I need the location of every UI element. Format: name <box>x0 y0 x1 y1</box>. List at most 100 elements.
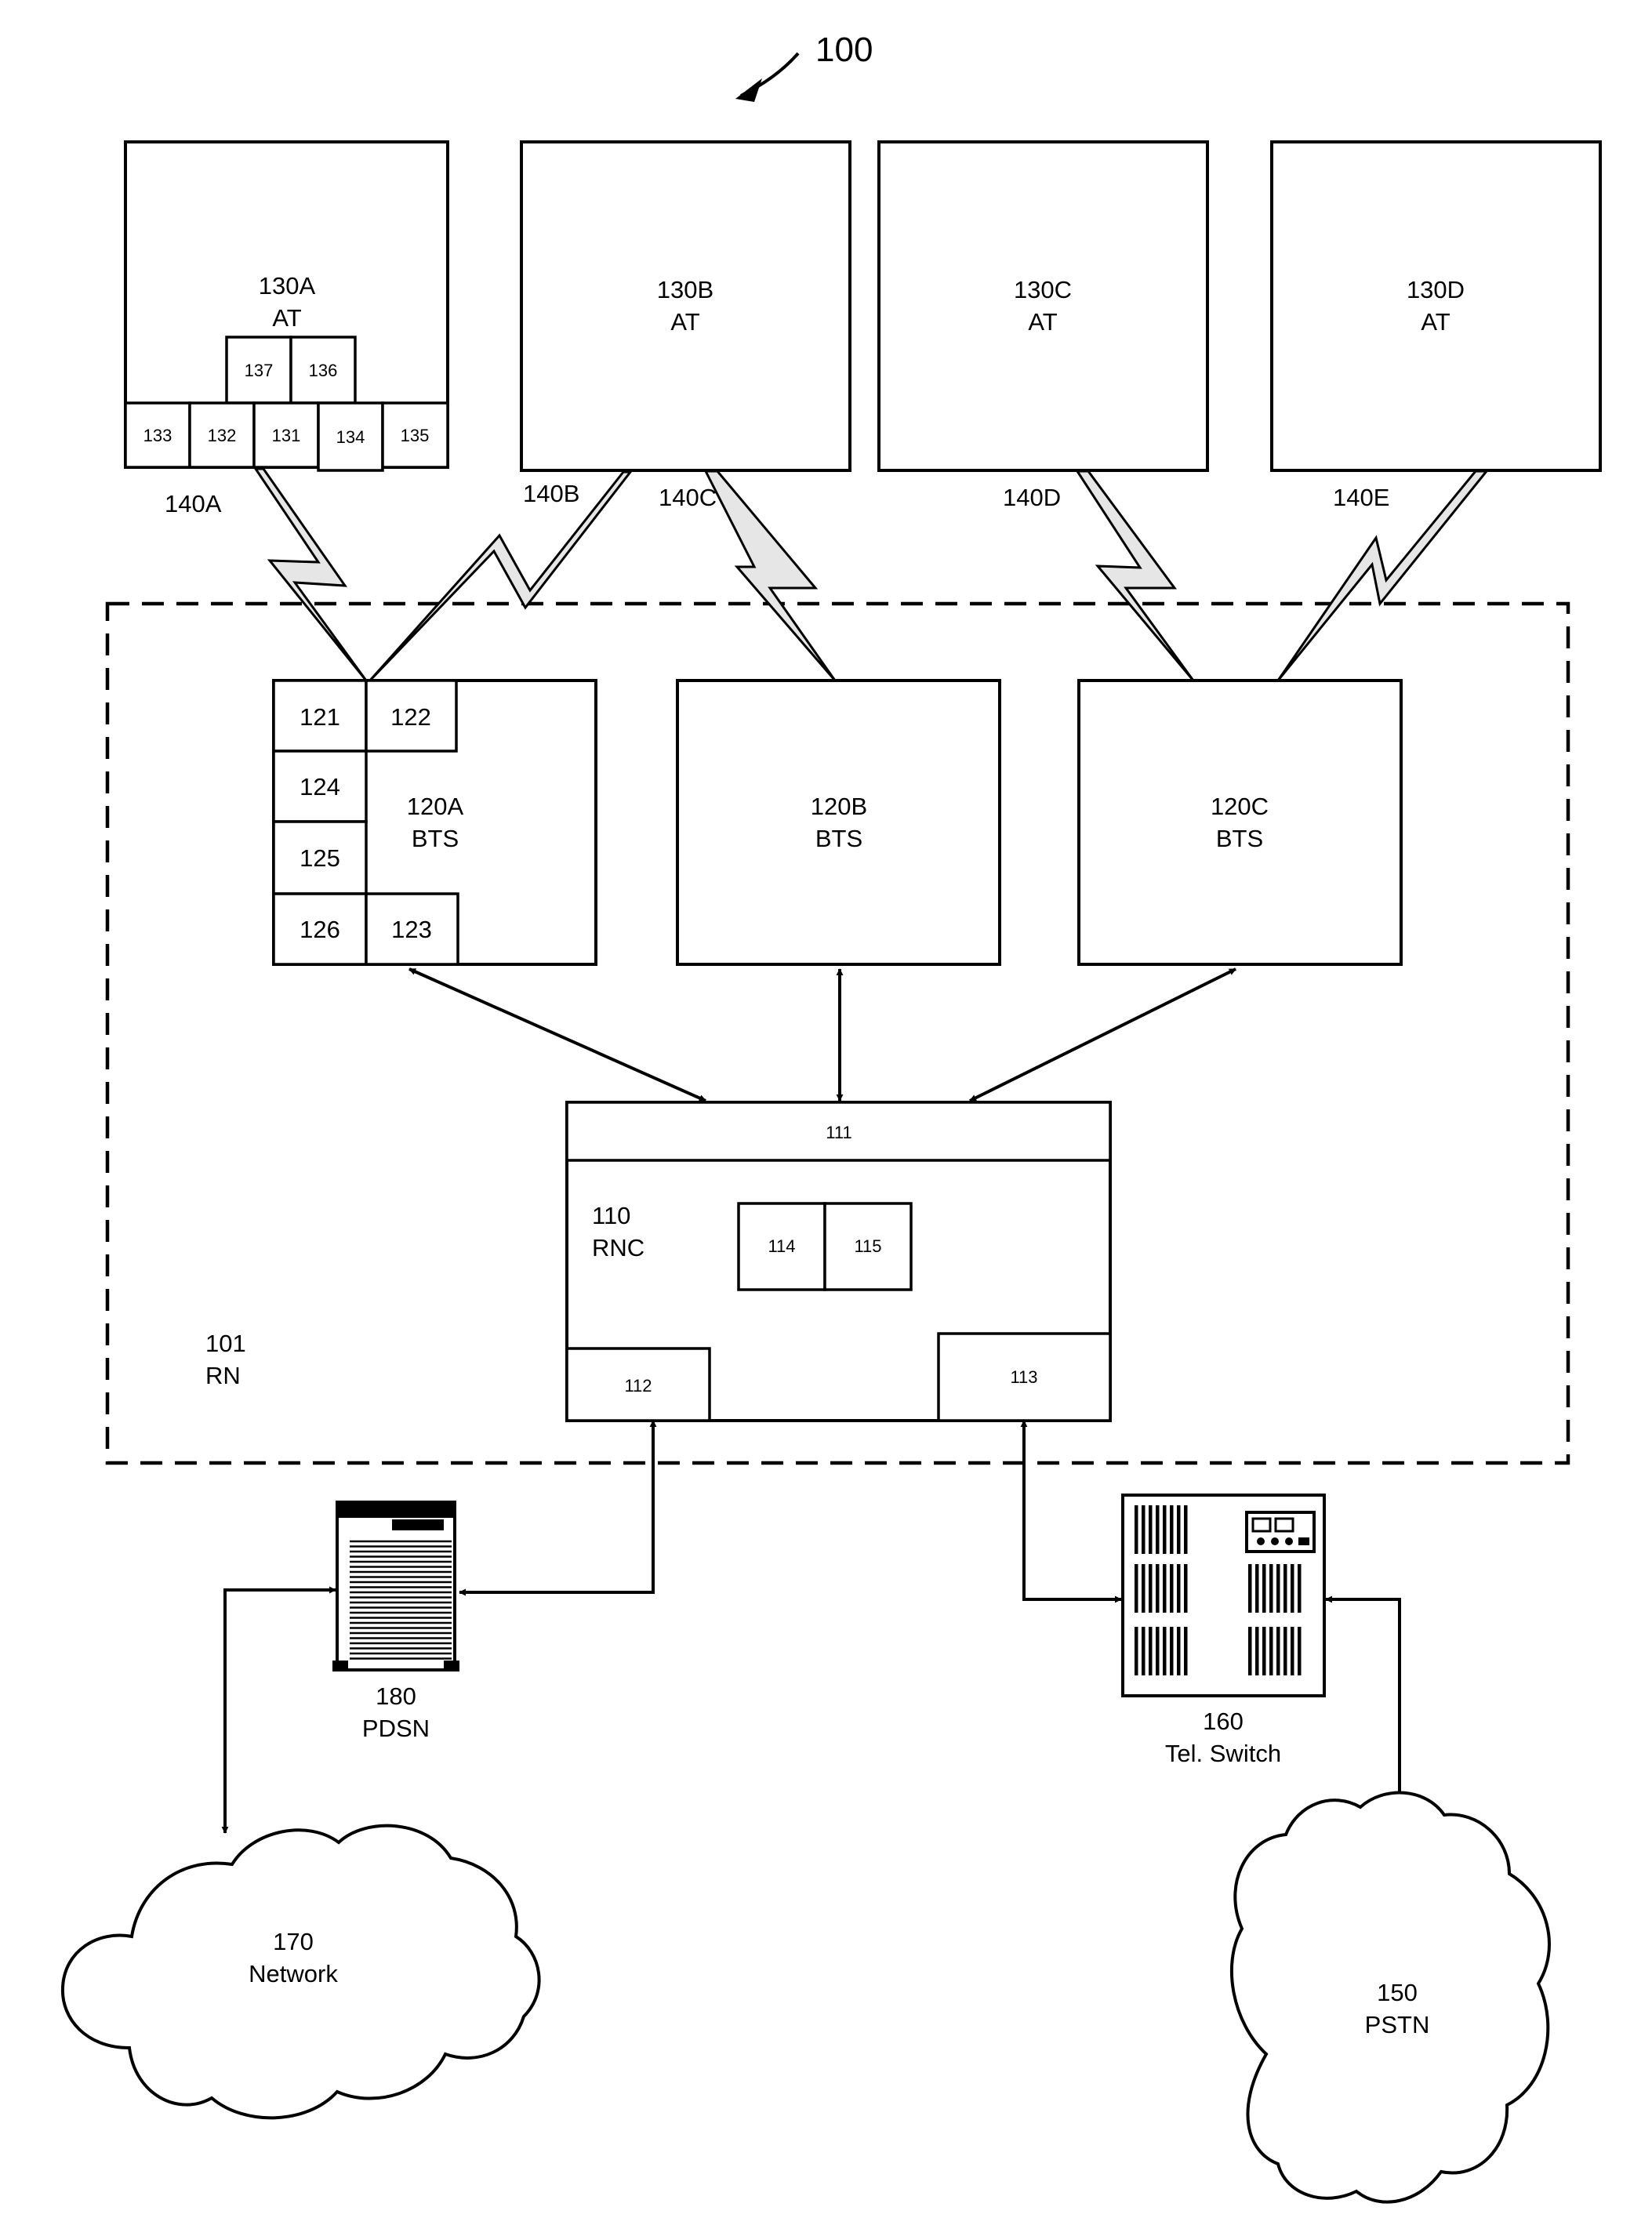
bts-120b-box <box>677 681 1000 964</box>
switch-vent-bar <box>1184 1627 1188 1675</box>
rnc-name: RNC <box>592 1234 644 1261</box>
switch-vent-bar <box>1177 1564 1181 1613</box>
component-135-label: 135 <box>401 426 430 445</box>
access-terminal-130a: 130A AT 137 136 133 132 131 134 135 <box>125 142 448 470</box>
at-130b-number: 130B <box>657 276 713 303</box>
component-134-label: 134 <box>336 427 365 447</box>
switch-indicator-2 <box>1271 1537 1279 1545</box>
switch-vent-bar <box>1135 1564 1138 1613</box>
switch-vent-bar <box>1262 1564 1266 1613</box>
at-130a-name: AT <box>272 304 301 332</box>
switch-vent-bar <box>1184 1564 1188 1613</box>
bts-120c-box <box>1079 681 1401 964</box>
switch-vent-bar <box>1142 1505 1146 1554</box>
network-name: Network <box>249 1960 338 1987</box>
wireless-link-140c <box>706 471 835 681</box>
bts-120a-name: BTS <box>412 825 459 852</box>
switch-vent-bar <box>1283 1564 1287 1613</box>
wireless-link-140b <box>369 472 630 682</box>
pdsn-180: 180 PDSN <box>332 1502 459 1742</box>
at-130b-box <box>521 142 850 470</box>
switch-vent-bar <box>1170 1627 1174 1675</box>
component-122-label: 122 <box>390 703 431 731</box>
switch-vent-bar <box>1269 1564 1273 1613</box>
switch-vent-bar <box>1291 1564 1294 1613</box>
at-130d-name: AT <box>1421 308 1450 336</box>
switch-indicator-3 <box>1285 1537 1293 1545</box>
switch-vent-bar <box>1276 1627 1280 1675</box>
network-cloud-170: 170 Network <box>63 1826 539 2118</box>
bts-120b: 120B BTS <box>677 681 1000 964</box>
link-140e-label: 140E <box>1333 484 1389 511</box>
rn-number: 101 <box>205 1330 246 1357</box>
switch-vent-bar <box>1156 1627 1160 1675</box>
pstn-name: PSTN <box>1365 2011 1430 2038</box>
wireless-link-140a <box>256 469 366 681</box>
switch-vent-bar <box>1283 1627 1287 1675</box>
switch-name: Tel. Switch <box>1165 1740 1281 1767</box>
switch-vent-bar <box>1291 1627 1294 1675</box>
component-114-label: 114 <box>768 1236 795 1256</box>
rnc-110: 111 110 RNC 114 115 112 113 <box>567 1102 1110 1421</box>
at-130c-box <box>879 142 1207 470</box>
component-133-label: 133 <box>143 426 172 445</box>
switch-vent-bar <box>1298 1627 1302 1675</box>
at-130c-name: AT <box>1028 308 1057 336</box>
rn-name: RN <box>205 1362 241 1389</box>
at-130c-number: 130C <box>1014 276 1072 303</box>
at-130a-number: 130A <box>259 272 316 299</box>
pdsn-name: PDSN <box>362 1715 430 1742</box>
arrow-rnc-pdsn <box>459 1421 653 1592</box>
switch-vent-bar <box>1184 1505 1188 1554</box>
pdsn-number: 180 <box>376 1682 416 1710</box>
switch-vent-bar <box>1262 1627 1266 1675</box>
component-115-label: 115 <box>854 1236 881 1256</box>
bts-120c-number: 120C <box>1211 793 1269 820</box>
switch-vent-bar <box>1276 1564 1280 1613</box>
arrow-rnc-switch <box>1024 1421 1121 1599</box>
bts-120b-name: BTS <box>815 825 862 852</box>
switch-vent-bar <box>1170 1505 1174 1554</box>
component-137-label: 137 <box>245 361 274 380</box>
component-124-label: 124 <box>300 773 340 800</box>
tel-switch-160: 160 Tel. Switch <box>1123 1495 1324 1767</box>
bts-120a: 120A BTS 121 122 124 125 126 123 <box>274 681 596 964</box>
component-136-label: 136 <box>309 361 338 380</box>
component-125-label: 125 <box>300 844 340 872</box>
wireless-link-140d <box>1077 471 1193 681</box>
component-126-label: 126 <box>300 916 340 943</box>
switch-vent-bar <box>1149 1627 1153 1675</box>
switch-vent-bar <box>1248 1627 1252 1675</box>
pstn-number: 150 <box>1377 1979 1418 2006</box>
component-112-label: 112 <box>624 1376 652 1396</box>
rnc-number: 110 <box>592 1202 630 1229</box>
bts-120c: 120C BTS <box>1079 681 1401 964</box>
component-121-label: 121 <box>300 703 340 731</box>
pdsn-foot-right <box>444 1661 459 1671</box>
switch-vent-bar <box>1255 1564 1259 1613</box>
link-140a-label: 140A <box>165 490 222 517</box>
pdsn-top-bar <box>337 1502 455 1518</box>
figure-reference: 100 <box>735 31 873 102</box>
switch-vent-bar <box>1298 1564 1302 1613</box>
switch-vent-bar <box>1142 1564 1146 1613</box>
switch-vent-bar <box>1170 1564 1174 1613</box>
switch-vent-bar <box>1248 1564 1252 1613</box>
arrow-bts-120c-rnc <box>970 969 1236 1101</box>
component-132-label: 132 <box>208 426 237 445</box>
switch-vent-bar <box>1156 1505 1160 1554</box>
at-130b-name: AT <box>670 308 699 336</box>
component-131-label: 131 <box>272 426 301 445</box>
switch-vent-bar <box>1149 1505 1153 1554</box>
access-terminal-130b: 130B AT <box>521 142 850 470</box>
switch-vent-bar <box>1163 1627 1167 1675</box>
component-123-label: 123 <box>391 916 432 943</box>
at-130d-box <box>1272 142 1600 470</box>
link-140c-label: 140C <box>659 484 717 511</box>
switch-number: 160 <box>1203 1708 1244 1735</box>
bts-120b-number: 120B <box>811 793 867 820</box>
switch-vent-bar <box>1163 1564 1167 1613</box>
switch-vent-bar <box>1135 1627 1138 1675</box>
network-number: 170 <box>273 1928 314 1955</box>
